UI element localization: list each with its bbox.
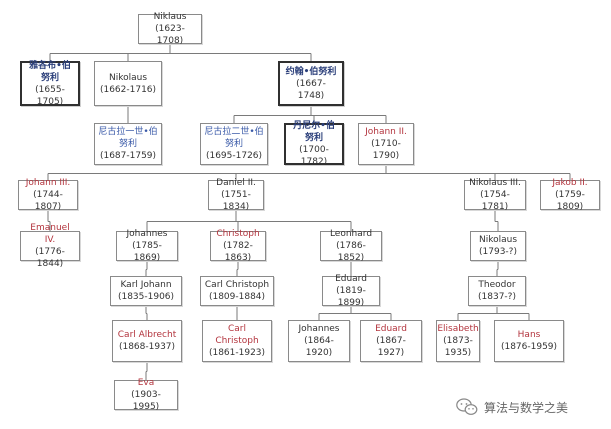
node-name: Eduard [335,274,367,284]
node-years: (1759-1809) [555,190,585,212]
watermark-text: 算法与数学之美 [484,400,569,415]
node-eduard2: Eduard (1867-1927) [360,320,422,362]
node-name: Nikolaus [108,72,148,83]
node-daniel2: Daniel II. (1751-1834) [208,178,264,212]
node-johannes1: Johannes (1785-1869) [116,229,178,263]
node-years: (1868-1937) [118,342,176,352]
node-name: Nikolaus III. [469,178,521,188]
node-johann3: Johann III. (1744-1807) [18,178,78,212]
node-years: (1662-1716) [99,84,157,95]
node-years: (1776-1844) [35,247,65,269]
node-name: Eduard [375,324,407,334]
node-eduard1: Eduard (1819-1899) [322,274,380,308]
node-years: (1667-1748) [296,78,326,101]
node-name: Leonhard [329,229,373,239]
node-years: (1751-1834) [221,190,251,212]
node-johannes2: Johannes (1864-1920) [288,320,350,362]
node-name: 雅各布•伯努利 [29,60,71,83]
node-name: 尼古拉二世•伯努利 [204,127,264,149]
node-years: (1873-1935) [443,336,473,358]
node-years: (1786-1852) [336,241,366,263]
node-name: Emanuel IV. [30,223,70,245]
node-name: Nikolaus [478,235,518,245]
node-karljohann: Karl Johann (1835-1906) [110,276,182,306]
node-theodor: Theodor (1837-?) [468,276,526,306]
node-jacob1: 雅各布•伯努利(1655-1705) [20,60,80,107]
node-name: Johann II. [365,127,407,137]
node-years: (1793-?) [479,247,517,257]
node-johann1: 约翰•伯努利(1667-1748) [278,61,344,106]
node-emanuel4: Emanuel IV.(1776-1844) [20,223,80,269]
node-name: Jakob II. [552,178,588,188]
node-years: (1754-1781) [480,190,510,212]
node-name: 尼古拉一世•伯努利 [98,127,158,149]
node-years: (1655-1705) [35,84,65,107]
node-name: Carl Christoph [204,280,270,290]
node-name: Johannes [298,324,340,334]
node-leonhard: Leonhard (1786-1852) [320,229,382,263]
node-nicolaus2: 尼古拉二世•伯努利 (1695-1726) [200,123,268,165]
node-years: (1835-1906) [117,292,175,302]
node-name: Johann III. [25,178,71,188]
node-name: Daniel II. [216,178,256,188]
node-name: Carl Albrecht [117,330,177,340]
node-years: (1785-1869) [132,241,162,263]
node-name: Hans [517,330,541,340]
node-name: Christoph [216,229,260,239]
node-years: (1687-1759) [99,151,157,161]
node-years: (1819-1899) [336,286,366,308]
node-nikolaus4: Nikolaus (1793-?) [470,231,526,261]
node-name: Theodor [478,280,516,290]
node-name: Elisabeth [437,324,479,334]
node-nikolaus3: Nikolaus III. (1754-1781) [464,178,526,212]
node-hans: Hans (1876-1959) [494,320,564,362]
node-years: (1700-1782) [299,145,329,167]
node-name: Carl Christoph [215,324,259,346]
node-name: 丹尼尔•伯努利 [293,121,335,143]
node-years: (1782-1863) [223,241,253,263]
node-daniel1: 丹尼尔•伯努利(1700-1782) [284,121,344,167]
node-christoph1: Christoph (1782-1863) [210,229,266,263]
node-years: (1864-1920) [304,336,334,358]
node-years: (1695-1726) [205,151,263,161]
node-nikolaus1: Nikolaus(1662-1716) [94,61,162,106]
node-years: (1809-1884) [208,292,266,302]
node-years: (1903-1995) [131,390,161,412]
watermark: 算法与数学之美 [456,396,568,418]
node-years: (1744-1807) [33,190,63,212]
node-name: Eva [137,378,155,388]
node-johann2: Johann II. (1710-1790) [358,123,414,165]
node-name: Johannes [126,229,168,239]
node-years: (1867-1927) [376,336,406,358]
node-carlchristoph1: Carl Christoph (1809-1884) [200,276,274,306]
node-name: Karl Johann [120,280,172,290]
node-years: (1861-1923) [208,348,266,358]
node-eva: Eva (1903-1995) [114,378,178,412]
node-years: (1837-?) [478,292,516,302]
node-years: (1876-1959) [500,342,558,352]
node-niklaus: Niklaus (1623-1708) [138,12,202,46]
node-name: 约翰•伯努利 [285,66,337,77]
node-carlalbrecht: Carl Albrecht (1868-1937) [112,320,182,362]
node-elisabeth: Elisabeth (1873-1935) [436,320,480,362]
node-years: (1623-1708) [155,24,185,46]
node-jakob2: Jakob II. (1759-1809) [540,178,600,212]
node-carlchristoph2: Carl Christoph (1861-1923) [202,320,272,362]
node-name: Niklaus [153,12,187,22]
node-years: (1710-1790) [371,139,401,161]
wechat-icon [456,398,478,415]
node-nicolaus1: 尼古拉一世•伯努利 (1687-1759) [94,123,162,165]
